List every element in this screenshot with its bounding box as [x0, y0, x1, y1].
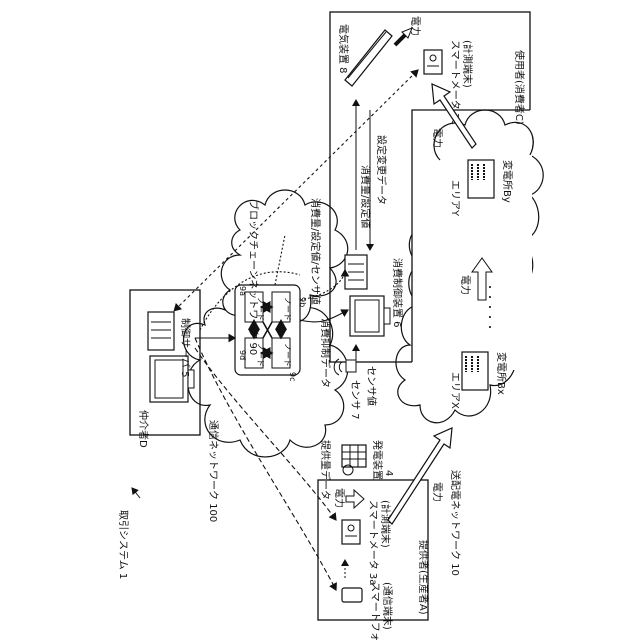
solar-panel-icon: [342, 445, 366, 467]
grid-inflow-arrow: [388, 428, 452, 524]
smart-meter-3a-icon: [342, 520, 360, 544]
consumption-setting-label: 消費量/設定値: [359, 165, 372, 228]
consumer-power-label: 電力: [409, 16, 422, 36]
suppress-label: 消費抑制データ: [319, 318, 332, 388]
consumption-sensor-label: 消費量/設定値/センサ値: [309, 198, 322, 305]
meter-3a-label: スマートメータ 3a: [367, 500, 379, 585]
node-9d-id: 9d: [238, 350, 247, 360]
controller-label: 消費制御装置 6: [391, 258, 404, 328]
area-y-label: エリアY: [449, 180, 460, 217]
generator-label: 発電装置: [371, 440, 384, 480]
meter-3c-sub: (計測端末): [461, 40, 474, 88]
grid-in-power-label: 電力: [431, 482, 444, 502]
electric-device-label: 電気装置 8: [337, 24, 350, 74]
system-pointer: [132, 488, 140, 498]
control-server-label: 制御サーバ 5: [179, 318, 192, 377]
grid-out-power-label: 電力: [431, 128, 444, 148]
generator-num: 4: [383, 470, 394, 476]
substation-bx-icon: [462, 352, 488, 390]
smartphone-label: スマートフォン 2: [369, 582, 380, 640]
substation-bx-label: 変電所Bx: [495, 352, 508, 395]
system-label: 取引システム 1: [117, 510, 129, 579]
electric-device-icon: [345, 30, 392, 86]
grid-label: 送配電ネットワーク 10: [449, 470, 462, 576]
consumption-controller-server-icon: [345, 255, 367, 289]
substation-by-icon: [468, 160, 494, 198]
grid-dots: ・・・・・: [483, 282, 494, 332]
sensor-value-label: センサ値: [365, 366, 378, 406]
change-setting-label: 設定変更データ: [375, 135, 388, 205]
substation-by-label: 変電所By: [501, 160, 514, 203]
comm-network-label: 通信ネットワーク 100: [207, 420, 219, 522]
node-9b-label: ノード: [283, 297, 292, 321]
mediator-title: 仲介者D: [137, 410, 150, 448]
node-9c-label: ノード: [283, 343, 292, 367]
blockchain-network-label: ブロックチェーンネットワーク 90: [247, 200, 260, 355]
grid-power-label: 電力: [459, 275, 472, 295]
smart-meter-3c-icon: [424, 50, 442, 74]
smartphone-icon: [342, 588, 362, 602]
consumption-controller-monitor-icon: [350, 296, 390, 336]
sensor-label: センサ 7: [349, 380, 361, 420]
consumer-title: 使用者(消費者C): [513, 50, 526, 125]
smartphone-sub: (通信端末): [381, 582, 394, 630]
node-9c-id: 9c: [288, 372, 297, 382]
provider-power-label: 電力: [333, 488, 346, 508]
node-9a-id: 9a: [238, 286, 247, 296]
supply-data-label: 提供量データ: [319, 440, 332, 500]
generator-power-arrow: [346, 490, 364, 508]
provider-title: 提供者(生産者A): [417, 540, 430, 615]
area-x-label: エリアX: [449, 372, 460, 409]
control-server-icon: [148, 312, 174, 350]
meter-3a-sub: (計測端末): [379, 500, 392, 548]
